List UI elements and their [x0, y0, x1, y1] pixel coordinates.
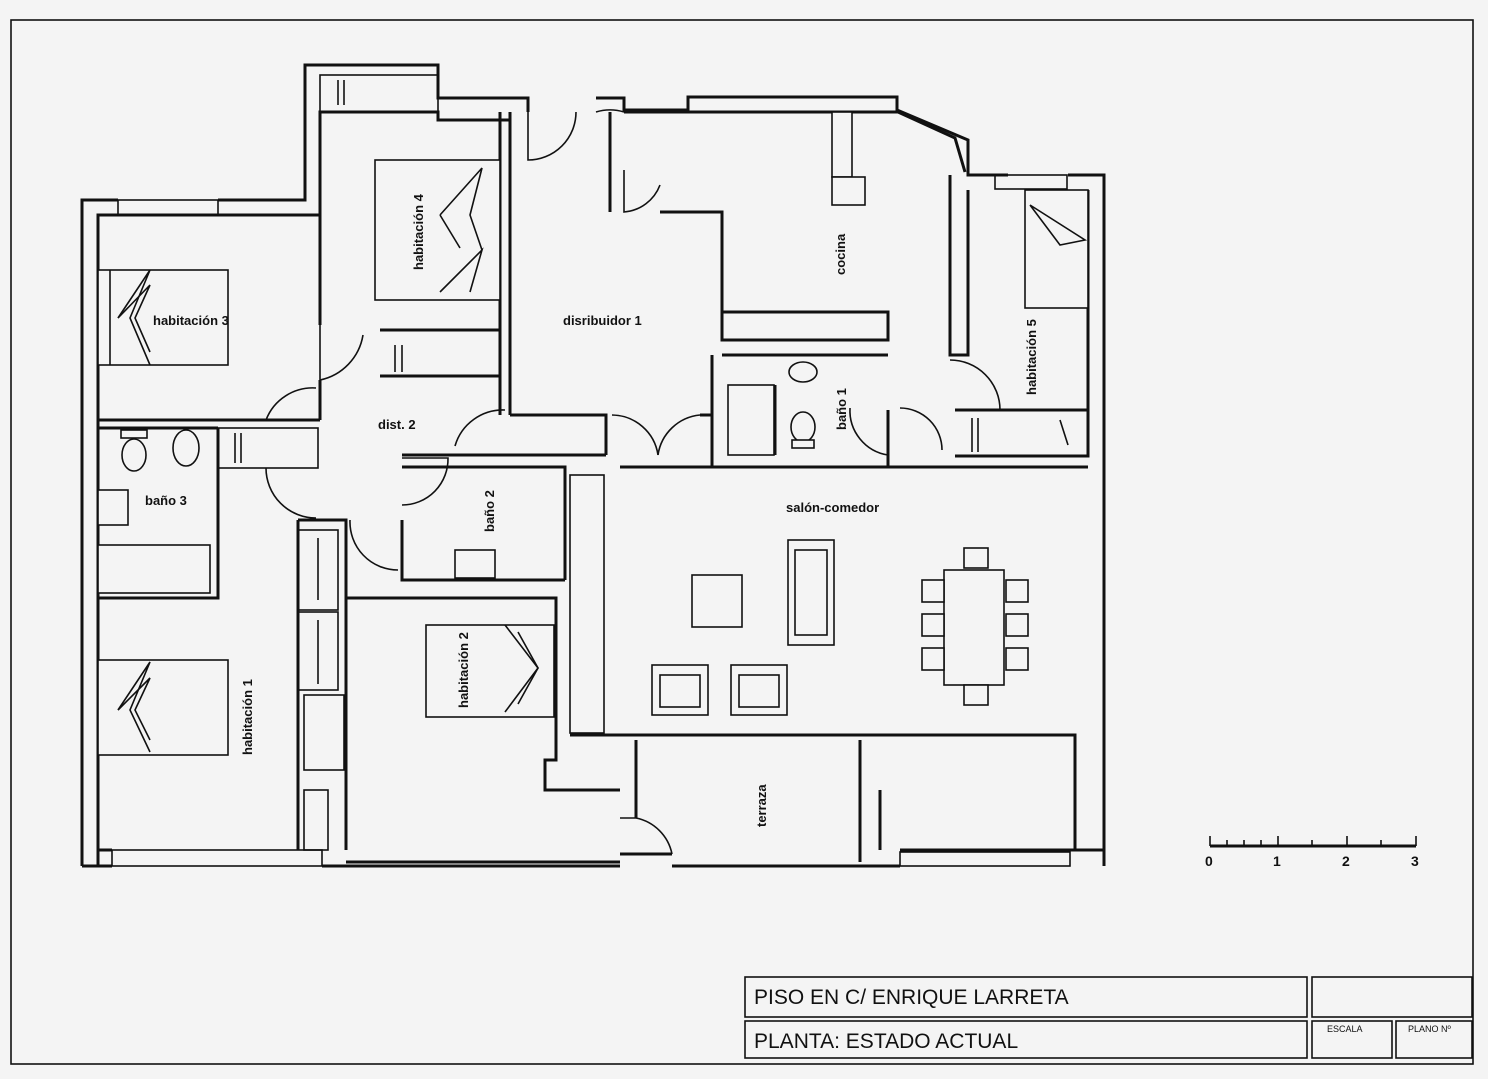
title-escala-label: ESCALA [1327, 1024, 1363, 1034]
drawing-frame [10, 19, 1474, 1065]
title-plano-label: PLANO Nº [1408, 1024, 1452, 1034]
label-distribuidor-1: disribuidor 1 [563, 313, 642, 328]
label-habitacion-3: habitación 3 [153, 313, 229, 328]
room-labels: habitación 3 habitación 4 disribuidor 1 … [145, 193, 1039, 827]
scale-tick-1: 1 [1273, 853, 1281, 869]
label-bano-1: baño 1 [834, 388, 849, 430]
label-dist-2: dist. 2 [378, 417, 416, 432]
scale-tick-3: 3 [1411, 853, 1419, 869]
label-bano-3: baño 3 [145, 493, 187, 508]
title-project: PISO EN C/ ENRIQUE LARRETA [754, 986, 1069, 1009]
interior-walls [98, 111, 1090, 862]
label-habitacion-5: habitación 5 [1024, 319, 1039, 395]
label-habitacion-1: habitación 1 [240, 679, 255, 755]
label-bano-2: baño 2 [482, 490, 497, 532]
label-habitacion-4: habitación 4 [411, 193, 426, 270]
title-sheet: PLANTA: ESTADO ACTUAL [754, 1030, 1018, 1053]
scale-tick-2: 2 [1342, 853, 1350, 869]
label-habitacion-2: habitación 2 [456, 632, 471, 708]
scale-tick-0: 0 [1205, 853, 1213, 869]
label-cocina: cocina [833, 233, 848, 275]
title-block: PISO EN C/ ENRIQUE LARRETA PLANTA: ESTAD… [744, 976, 1473, 1059]
furniture [97, 159, 1089, 756]
label-salon-comedor: salón-comedor [786, 500, 879, 515]
doors [265, 109, 1001, 855]
label-terraza: terraza [754, 784, 769, 827]
scale-bar: 0 1 2 3 [1205, 836, 1419, 869]
